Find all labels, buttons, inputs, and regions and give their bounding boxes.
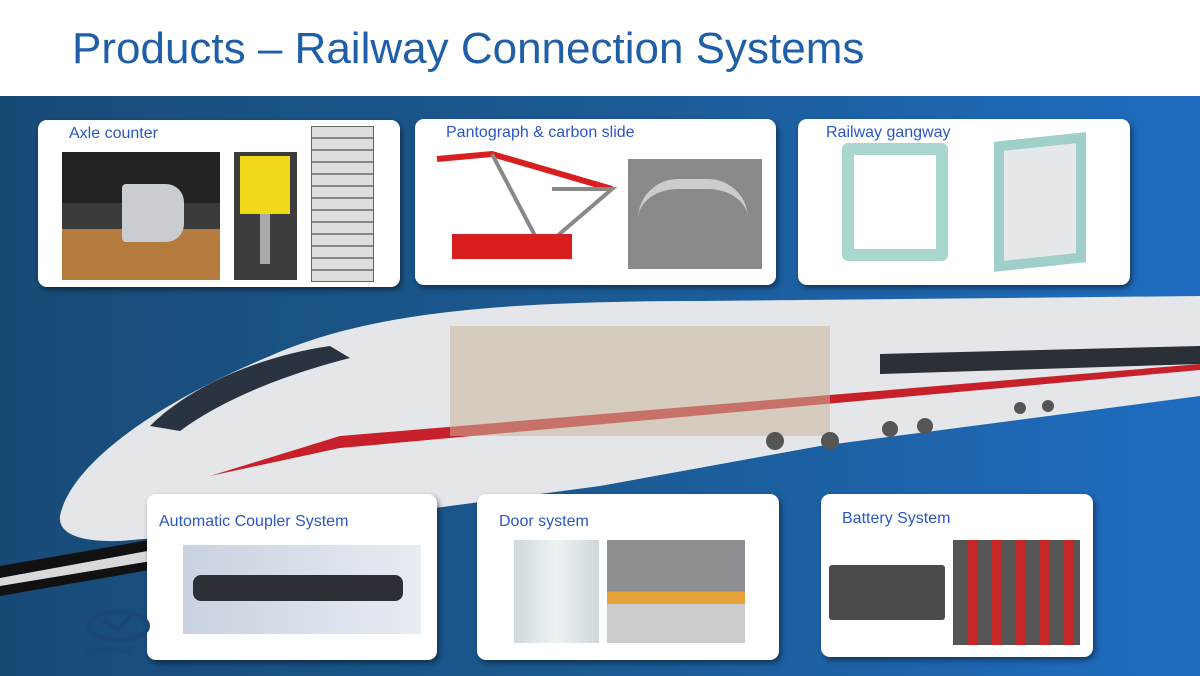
axle-sensor-photo: [62, 152, 220, 280]
product-card-battery: Battery System: [821, 494, 1093, 657]
gangway-side-render: [994, 132, 1086, 272]
train-windshield: [150, 346, 350, 431]
product-card-pantograph: Pantograph & carbon slide: [415, 119, 776, 285]
train-illustration: [0, 296, 1200, 596]
slide-stage: Axle counter Pantograph & carbon slide R…: [0, 96, 1200, 676]
product-label: Railway gangway: [826, 124, 951, 141]
slide-title: Products – Railway Connection Systems: [72, 24, 865, 73]
product-label: Automatic Coupler System: [159, 513, 349, 530]
slide-header: Products – Railway Connection Systems: [0, 0, 1200, 96]
cabinet-photo: [311, 126, 374, 282]
train-interior: [450, 326, 830, 436]
product-card-door: Door system: [477, 494, 779, 660]
battery-open-photo: [953, 540, 1080, 645]
train-windows: [880, 346, 1200, 374]
metro-train-photo: [607, 540, 745, 643]
svg-text:YONGGUI: YONGGUI: [84, 646, 131, 657]
gangway-front-render: [842, 143, 948, 261]
train-interior-door-photo: [514, 540, 599, 643]
product-card-coupler: Automatic Coupler System: [147, 494, 437, 660]
product-label: Door system: [499, 513, 589, 530]
train-stripe: [210, 364, 1200, 476]
product-card-axle-counter: Axle counter: [38, 120, 400, 287]
product-card-gangway: Railway gangway: [798, 119, 1130, 285]
product-label: Axle counter: [69, 125, 158, 142]
pantograph-drawing: [436, 150, 618, 259]
product-label: Battery System: [842, 510, 951, 527]
yonggui-logo: YONGGUI: [84, 610, 150, 657]
carbon-slide-photo: [628, 159, 762, 269]
battery-box-photo: [829, 565, 945, 620]
product-label: Pantograph & carbon slide: [446, 124, 635, 141]
yellow-box-photo: [234, 152, 297, 280]
coupler-photo: [183, 545, 421, 634]
train-bogies: [766, 400, 1054, 450]
